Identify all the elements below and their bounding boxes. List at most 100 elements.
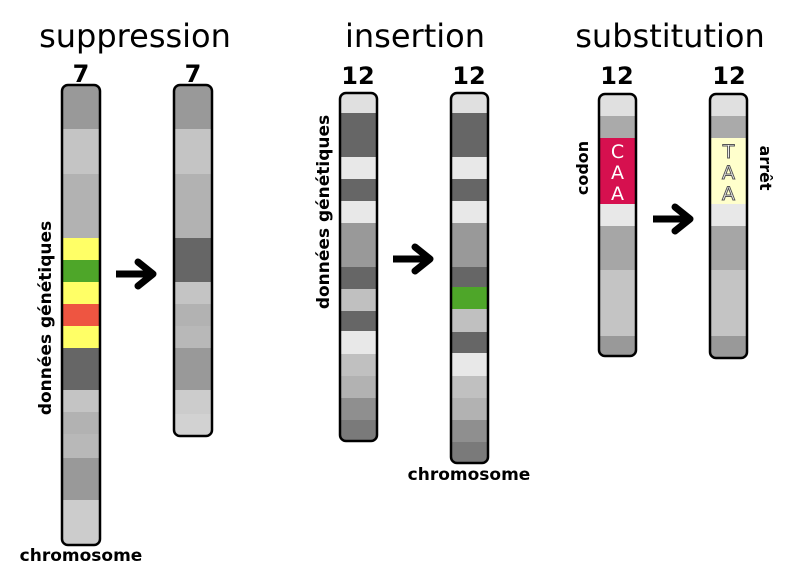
band <box>340 354 377 376</box>
band <box>174 414 212 436</box>
stop-codon-letter-3: A <box>722 183 735 205</box>
gene-band-yellow <box>62 282 100 304</box>
band <box>174 326 212 348</box>
band <box>174 85 212 129</box>
gene-band-green <box>62 260 100 282</box>
codon-letter-3: A <box>611 183 624 205</box>
suppression-side-label: données génétiques <box>36 221 56 415</box>
suppression-section: suppression 7 7 d <box>20 17 231 566</box>
stop-label: arrêt <box>756 145 775 190</box>
insertion-before-number: 12 <box>341 62 374 90</box>
band <box>340 223 377 267</box>
band <box>62 434 100 458</box>
chromosome-outline <box>449 91 490 465</box>
chromosome-outline <box>338 91 379 443</box>
band <box>174 174 212 238</box>
band <box>451 442 488 463</box>
band <box>451 267 488 287</box>
band <box>451 179 488 201</box>
chromosome-outline <box>60 83 102 547</box>
band <box>62 129 100 174</box>
band <box>340 398 377 420</box>
band <box>710 94 747 116</box>
inserted-band-green <box>451 287 488 309</box>
suppression-before-number: 7 <box>73 60 90 88</box>
band <box>710 226 747 270</box>
band <box>174 238 212 260</box>
band <box>62 174 100 238</box>
band <box>451 309 488 332</box>
insertion-after-number: 12 <box>452 62 485 90</box>
band <box>62 390 100 412</box>
band <box>62 458 100 500</box>
band <box>340 93 377 113</box>
band <box>710 336 747 358</box>
right-arrow-icon <box>116 258 157 290</box>
chromosome-12-after-insertion <box>449 91 490 465</box>
chromosome-12-substitution-before: C A A <box>597 92 638 358</box>
band <box>340 289 377 311</box>
stop-codon-band <box>710 138 747 204</box>
insertion-section: insertion 12 12 donnée <box>314 17 530 485</box>
band <box>599 226 636 270</box>
gene-band-yellow <box>62 238 100 260</box>
band <box>451 398 488 420</box>
band <box>174 129 212 174</box>
codon-letter-1: C <box>611 141 624 163</box>
stop-codon-letter-2: A <box>722 162 735 184</box>
band <box>599 94 636 116</box>
chromosome-7-after <box>172 83 214 438</box>
band <box>62 85 100 129</box>
band <box>340 267 377 289</box>
chromosome-7-before <box>60 83 102 547</box>
band <box>451 201 488 223</box>
substitution-before-number: 12 <box>600 62 633 90</box>
band <box>710 116 747 138</box>
band <box>340 420 377 441</box>
chromosome-12-before <box>338 91 379 443</box>
substitution-title: substitution <box>575 17 765 55</box>
band <box>451 93 488 113</box>
band <box>451 353 488 376</box>
band <box>340 311 377 331</box>
band <box>62 500 100 545</box>
band <box>599 270 636 336</box>
right-arrow-icon <box>393 243 434 275</box>
gene-band-yellow <box>62 326 100 348</box>
band <box>340 331 377 354</box>
band <box>451 420 488 442</box>
band <box>599 336 636 356</box>
band <box>710 204 747 226</box>
band <box>62 348 100 390</box>
stop-codon-letter-1: T <box>722 141 735 163</box>
insertion-side-label: données génétiques <box>314 115 334 309</box>
insertion-title: insertion <box>345 17 485 55</box>
chromosome-12-substitution-after: T A A <box>708 92 749 360</box>
band <box>451 223 488 267</box>
right-arrow-icon <box>653 203 694 235</box>
band <box>174 390 212 414</box>
band <box>340 113 377 157</box>
substitution-section: substitution 12 12 C A A codon <box>573 17 775 360</box>
band <box>174 282 212 304</box>
band <box>340 201 377 223</box>
band <box>451 376 488 398</box>
suppression-title: suppression <box>39 17 231 55</box>
insertion-bottom-label: chromosome <box>408 465 531 485</box>
band <box>451 157 488 179</box>
band <box>599 204 636 226</box>
band <box>451 332 488 353</box>
chromosome-outline <box>708 92 749 360</box>
codon-letter-2: A <box>611 162 624 184</box>
band <box>599 116 636 138</box>
codon-band <box>599 138 636 204</box>
band <box>710 270 747 336</box>
band <box>174 348 212 390</box>
suppression-bottom-label: chromosome <box>20 546 143 566</box>
chromosome-outline <box>172 83 214 438</box>
band <box>62 412 100 434</box>
band <box>340 179 377 201</box>
band <box>174 260 212 282</box>
substitution-after-number: 12 <box>712 62 745 90</box>
